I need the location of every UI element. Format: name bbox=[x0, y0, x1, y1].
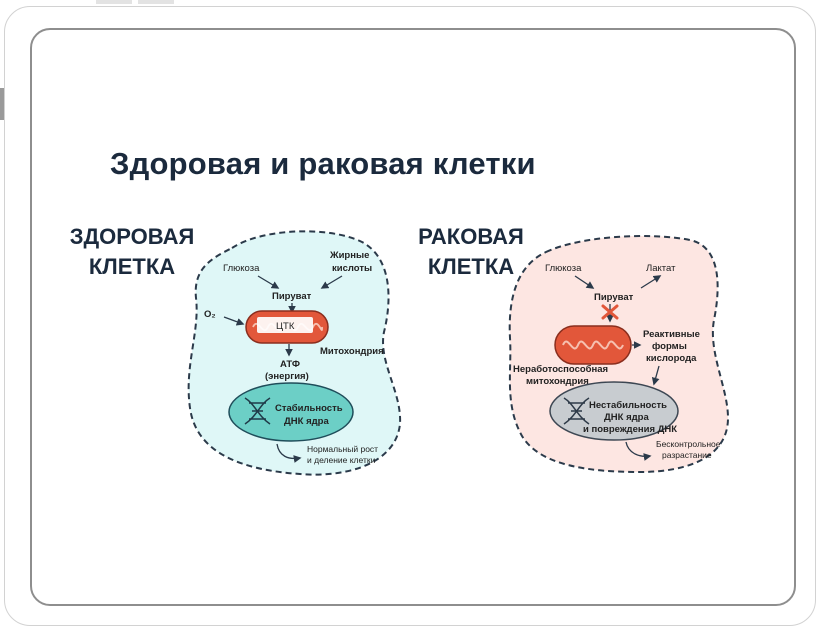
healthy-mito-label: Митохондрия bbox=[320, 346, 384, 357]
energy-label: (энергия) bbox=[265, 371, 309, 382]
arrow-nucleus-overgrowth bbox=[625, 441, 652, 461]
cancer-nucleus-label-2: ДНК ядра bbox=[604, 412, 649, 423]
slide-title: Здоровая и раковая клетки bbox=[110, 146, 536, 181]
ros-label-2: формы bbox=[652, 341, 687, 352]
cancer-cell: Глюкоза Лактат Пируват Реактивные формы … bbox=[508, 235, 730, 474]
healthy-fatty-label-2: кислоты bbox=[332, 263, 372, 274]
dna-helix-icon bbox=[244, 397, 271, 425]
arrow-fatty-pyruvate bbox=[320, 275, 343, 289]
cancer-heading-line2: КЛЕТКА bbox=[427, 254, 515, 279]
side-handle[interactable] bbox=[0, 88, 5, 120]
healthy-nucleus-label-1: Стабильность bbox=[275, 403, 343, 414]
arrow-o2-mito bbox=[223, 316, 245, 326]
device-frame bbox=[4, 6, 816, 626]
cancer-nucleus-label-1: Нестабильность bbox=[589, 400, 667, 411]
healthy-nucleus-label-2: ДНК ядра bbox=[284, 416, 329, 427]
cancer-glucose-label: Глюкоза bbox=[545, 263, 582, 274]
healthy-growth-label-1: Нормальный рост bbox=[307, 444, 378, 454]
healthy-heading-line1: ЗДОРОВАЯ bbox=[69, 224, 195, 249]
block-x-icon bbox=[601, 304, 619, 320]
cancer-growth-label-2: разрастание bbox=[662, 450, 712, 460]
ros-label-1: Реактивные bbox=[643, 329, 700, 340]
atp-label: АТФ bbox=[280, 359, 300, 370]
cancer-mitochondrion bbox=[554, 325, 632, 365]
cancer-pyruvate-label: Пируват bbox=[594, 292, 634, 303]
healthy-cell-heading: ЗДОРОВАЯ КЛЕТКА bbox=[64, 222, 200, 282]
o2-label: O₂ bbox=[204, 309, 216, 320]
healthy-growth-label-2: и деление клетки bbox=[307, 455, 376, 465]
damaged-dna-icon bbox=[563, 397, 590, 425]
arrow-pyruvate-lactate bbox=[640, 275, 662, 289]
window-tab-right bbox=[138, 0, 174, 4]
healthy-nucleus: Стабильность ДНК ядра bbox=[228, 382, 354, 442]
healthy-heading-line2: КЛЕТКА bbox=[88, 254, 176, 279]
lactate-label: Лактат bbox=[646, 263, 676, 274]
cancer-mito-label-1: Неработоспособная bbox=[513, 364, 608, 375]
cancer-cell-heading: РАКОВАЯ КЛЕТКА bbox=[408, 222, 534, 282]
arrow-cancer-glucose-pyruvate bbox=[574, 275, 595, 289]
cancer-nucleus-label-3: и повреждения ДНК bbox=[583, 424, 677, 435]
cancer-heading-line1: РАКОВАЯ bbox=[418, 224, 524, 249]
cancer-nucleus: Нестабильность ДНК ядра и повреждения ДН… bbox=[549, 381, 679, 441]
arrow-ros-nucleus bbox=[651, 365, 660, 386]
healthy-fatty-label-1: Жирные bbox=[329, 250, 369, 261]
healthy-mitochondrion: ЦТК bbox=[245, 310, 329, 344]
window-tab-left bbox=[96, 0, 132, 4]
arrow-nucleus-growth bbox=[276, 443, 302, 463]
healthy-pyruvate-label: Пируват bbox=[272, 291, 312, 302]
cancer-growth-label-1: Бесконтрольное bbox=[656, 439, 721, 449]
arrow-glucose-pyruvate bbox=[257, 275, 280, 289]
healthy-glucose-label: Глюкоза bbox=[223, 263, 260, 274]
tca-label: ЦТК bbox=[276, 321, 295, 332]
ros-label-3: кислорода bbox=[646, 353, 697, 364]
cancer-mito-label-2: митохондрия bbox=[526, 376, 589, 387]
healthy-cell: Глюкоза Жирные кислоты Пируват O₂ ЦТК Ми… bbox=[187, 230, 402, 476]
